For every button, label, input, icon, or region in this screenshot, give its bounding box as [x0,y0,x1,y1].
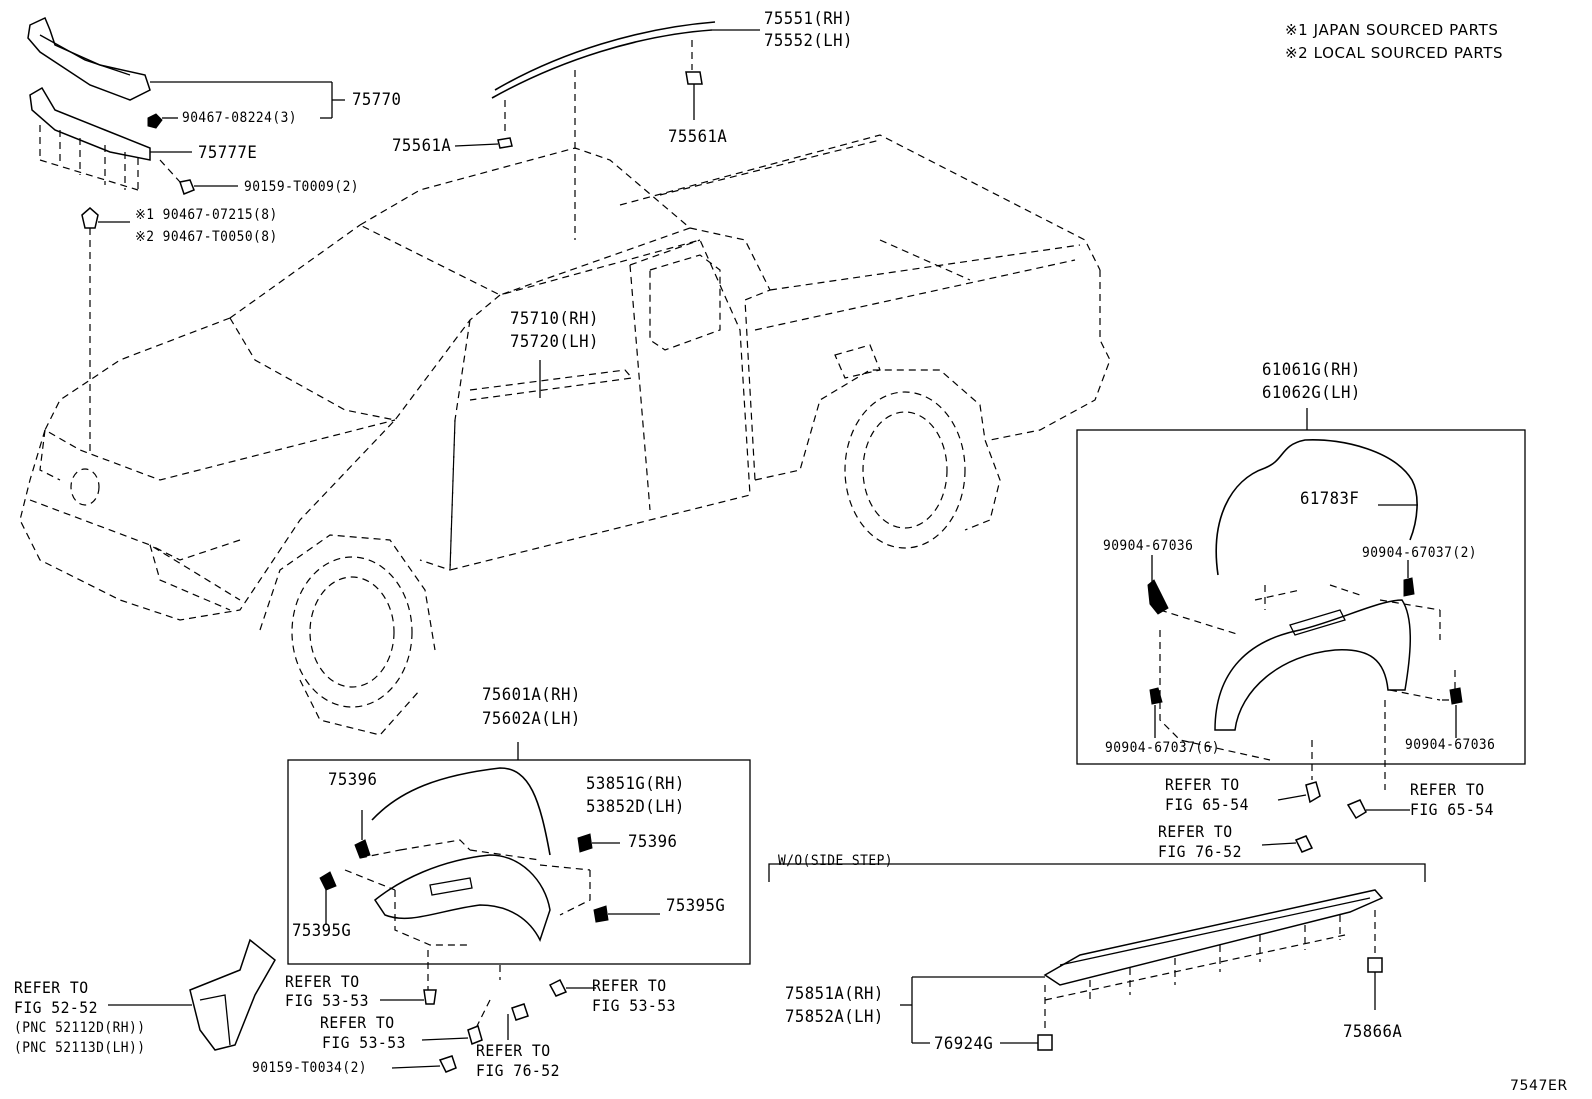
part-label-90467-t0050: ※2 90467-T0050(8) [135,229,278,245]
part-label-75602a: 75602A(LH) [482,709,581,729]
part-label-75866a: 75866A [1343,1022,1403,1042]
hood-protector-part [27,16,345,455]
ref-53-53-a-line1: REFER TO [285,972,360,991]
ref-76-52-left-line1: REFER TO [476,1041,551,1060]
ref-53-53-a-line2: FIG 53-53 [285,991,369,1010]
rocker-molding-box [768,863,1426,1051]
part-label-75396-a: 75396 [328,770,378,790]
part-label-90904-67036-a: 90904-67036 [1103,538,1194,554]
part-label-75720: 75720(LH) [510,332,599,352]
fender-fastener-refs [1261,700,1410,853]
figure-code: 7547ER [1510,1078,1568,1094]
part-label-75777e: 75777E [198,143,258,163]
ref-52-52-line2: FIG 52-52 [14,998,98,1017]
roof-molding-part [454,21,760,240]
part-label-61061g: 61061G(RH) [1262,360,1361,380]
ref-65-54-right-line1: REFER TO [1410,780,1485,799]
part-label-75552: 75552(LH) [764,31,853,51]
part-label-90467-08224: 90467-08224(3) [182,110,298,126]
note-local-sourced: ※2 LOCAL SOURCED PARTS [1285,44,1504,62]
part-label-75770: 75770 [352,90,402,110]
part-label-53851g: 53851G(RH) [586,774,685,794]
ref-65-54-right-line2: FIG 65-54 [1410,800,1494,819]
mudguard-part [108,938,276,1051]
ref-76-52-right-line2: FIG 76-52 [1158,842,1242,861]
ref-53-53-b-line1: REFER TO [320,1013,395,1032]
part-label-90159-t0034: 90159-T0034(2) [252,1060,368,1076]
part-label-90904-67037-6: 90904-67037(6) [1105,740,1221,756]
part-label-75395g-b: 75395G [666,896,726,916]
wo-side-step-label: W/O(SIDE STEP) [778,853,894,869]
part-label-75396-b: 75396 [628,832,678,852]
ref-65-54-left-line1: REFER TO [1165,775,1240,794]
front-fender-fastener-refs [380,950,596,1073]
part-label-75395g-a: 75395G [292,921,352,941]
part-label-75852a: 75852A(LH) [785,1007,884,1027]
part-label-90467-07215: ※1 90467-07215(8) [135,207,278,223]
part-label-90159-t0009: 90159-T0009(2) [244,179,360,195]
ref-65-54-left-line2: FIG 65-54 [1165,795,1249,814]
part-label-76924g: 76924G [934,1034,994,1054]
part-label-90904-67036-b: 90904-67036 [1405,737,1496,753]
ref-52-52-pnc-rh: (PNC 52112D(RH)) [14,1020,146,1036]
part-label-61062g: 61062G(LH) [1262,383,1361,403]
ref-53-53-c-line2: FIG 53-53 [592,996,676,1015]
note-japan-sourced: ※1 JAPAN SOURCED PARTS [1285,21,1499,39]
part-label-75851a: 75851A(RH) [785,984,884,1004]
part-label-75601a: 75601A(RH) [482,685,581,705]
ref-76-52-right-line1: REFER TO [1158,822,1233,841]
ref-76-52-left-line2: FIG 76-52 [476,1061,560,1080]
ref-53-53-b-line2: FIG 53-53 [322,1033,406,1052]
part-label-75710: 75710(RH) [510,309,599,329]
front-fender-box [287,742,751,965]
part-label-75551: 75551(RH) [764,9,853,29]
part-label-61783f: 61783F [1300,489,1360,509]
ref-52-52-line1: REFER TO [14,978,89,997]
part-label-90904-67037-2: 90904-67037(2) [1362,545,1478,561]
ref-52-52-pnc-lh: (PNC 52113D(LH)) [14,1040,146,1056]
truck-outline [19,134,1111,736]
ref-53-53-c-line1: REFER TO [592,976,667,995]
part-label-53852d: 53852D(LH) [586,797,685,817]
part-label-75561a-right: 75561A [668,127,728,147]
part-label-75561a-left: 75561A [392,136,452,156]
rear-fender-box [1076,408,1526,765]
